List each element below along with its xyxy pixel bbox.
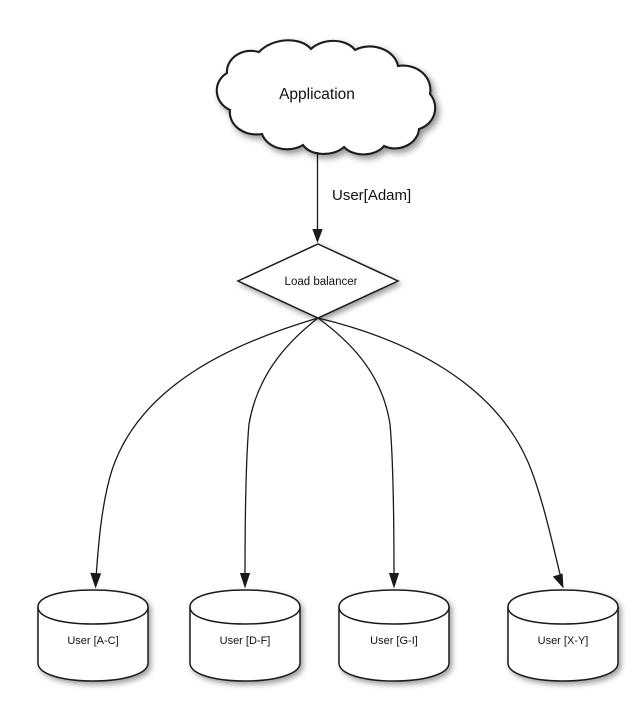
edge-app-to-balancer: User[Adam] [312, 152, 411, 243]
database-top-ellipse [507, 606, 619, 625]
database-top-ellipse [338, 606, 450, 625]
load-balancer-label: Load balancer [285, 276, 358, 288]
database-top-ellipse [189, 606, 301, 625]
node-load-balancer[interactable]: Load balancer [236, 243, 400, 319]
database-label-3: User [X-Y] [538, 635, 589, 647]
node-database-3[interactable]: User [X-Y] [507, 589, 619, 682]
database-label-2: User [G-I] [370, 635, 418, 647]
application-label: Application [279, 86, 355, 103]
edge-app-to-balancer-label: User[Adam] [332, 187, 411, 204]
edge-balancer-to-db-2-curve [317, 317, 395, 579]
node-database-1[interactable]: User [D-F] [189, 589, 301, 682]
edge-balancer-to-db-3 [317, 317, 564, 589]
edge-balancer-to-db-3-arrowhead [552, 573, 564, 589]
edge-balancer-to-db-1-arrowhead [239, 573, 251, 589]
edge-balancer-to-db-0-arrowhead [90, 572, 102, 589]
node-application[interactable]: Application [215, 39, 437, 156]
node-database-2[interactable]: User [G-I] [338, 589, 450, 682]
edge-balancer-to-db-0-curve [95, 317, 319, 579]
node-database-0[interactable]: User [A-C] [37, 589, 149, 682]
edge-balancer-to-db-2 [317, 317, 400, 589]
edge-app-to-balancer-arrowhead [312, 229, 323, 243]
cloud-icon [215, 39, 437, 156]
database-label-1: User [D-F] [220, 635, 271, 647]
edge-balancer-to-db-0 [90, 317, 319, 589]
database-label-0: User [A-C] [67, 635, 118, 647]
edge-balancer-to-db-1-curve [244, 317, 319, 579]
edge-balancer-to-db-1 [239, 317, 319, 589]
edge-balancer-to-db-3-curve [317, 317, 562, 579]
database-top-ellipse [37, 606, 149, 625]
edge-balancer-to-db-2-arrowhead [388, 573, 400, 589]
